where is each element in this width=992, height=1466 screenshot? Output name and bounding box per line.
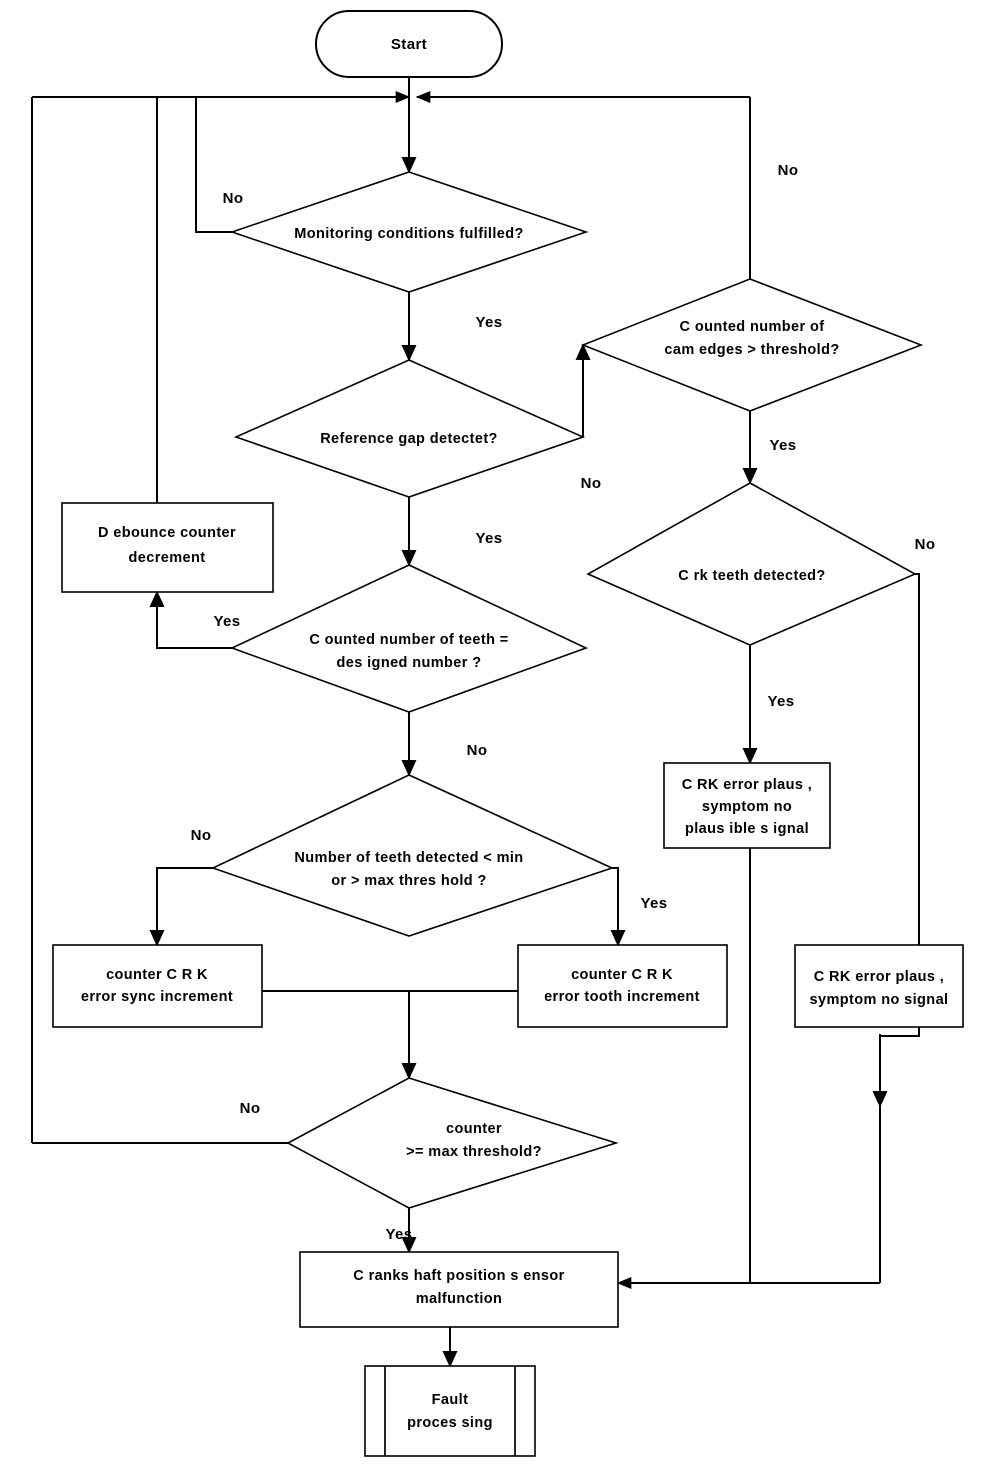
node-counter-crk-sync-line2: error sync increment <box>81 989 233 1005</box>
node-teeth-threshold-line2: or > max thres hold ? <box>331 873 486 889</box>
edge-label-monitoring-yes: Yes <box>475 314 502 331</box>
edge-label-cam-edges-no: No <box>778 162 799 179</box>
edge-label-monitoring-no: No <box>223 190 244 207</box>
edge-label-crk-teeth-yes: Yes <box>767 693 794 710</box>
node-crk-error-plaus-nosignal[interactable]: C RK error plaus , symptom no signal <box>794 944 964 1028</box>
node-counter-max-threshold-line2: >= max threshold? <box>406 1144 542 1160</box>
connector-teeth-threshold-no <box>149 867 213 947</box>
node-start[interactable]: Start <box>315 10 503 78</box>
node-fault-processing-line2: proces sing <box>407 1415 493 1431</box>
node-teeth-threshold[interactable]: Number of teeth detected < min or > max … <box>210 774 615 937</box>
node-counted-teeth-line1: C ounted number of teeth = <box>309 632 508 648</box>
node-crk-error-plaus-nonplausible-line1: C RK error plaus , <box>682 777 812 793</box>
node-debounce-counter-line1: D ebounce counter <box>98 525 236 541</box>
node-fault-processing-line1: Fault <box>432 1392 469 1408</box>
edge-label-teeth-threshold-yes: Yes <box>640 895 667 912</box>
node-debounce-counter-line2: decrement <box>129 550 206 566</box>
node-start-label: Start <box>391 36 427 53</box>
node-crk-error-plaus-nonplausible-line2: symptom no <box>702 799 792 815</box>
connector-monitoring-no <box>195 97 232 233</box>
node-debounce-counter[interactable]: D ebounce counter decrement <box>61 502 274 593</box>
edge-label-counter-max-yes: Yes <box>385 1226 412 1243</box>
node-crk-error-plaus-nosignal-line2: symptom no signal <box>810 992 949 1008</box>
node-monitoring-conditions-label: Monitoring conditions fulfilled? <box>294 226 523 242</box>
node-crk-teeth-detected[interactable]: C rk teeth detected? <box>586 482 917 646</box>
node-reference-gap[interactable]: Reference gap detectet? <box>233 359 586 498</box>
node-counter-crk-tooth-line2: error tooth increment <box>544 989 700 1005</box>
node-cam-edges-line1: C ounted number of <box>680 319 825 335</box>
node-teeth-threshold-line1: Number of teeth detected < min <box>294 850 523 866</box>
node-counted-teeth[interactable]: C ounted number of teeth = des igned num… <box>229 564 589 713</box>
node-crankshaft-malfunction-line1: C ranks haft position s ensor <box>353 1268 564 1284</box>
node-crankshaft-malfunction[interactable]: C ranks haft position s ensor malfunctio… <box>299 1251 619 1328</box>
node-crk-error-plaus-nosignal-line1: C RK error plaus , <box>814 969 944 985</box>
edge-label-crk-teeth-no: No <box>915 536 936 553</box>
node-counter-crk-sync-line1: counter C R K <box>106 967 208 983</box>
node-counted-teeth-line2: des igned number ? <box>337 655 482 671</box>
node-counter-crk-tooth[interactable]: counter C R K error tooth increment <box>517 944 728 1028</box>
edge-label-reference-gap-no: No <box>581 475 602 492</box>
node-counter-max-threshold-line1: counter <box>446 1121 502 1137</box>
node-crk-error-plaus-nonplausible-line3: plaus ible s ignal <box>685 821 809 837</box>
connector-teeth-threshold-yes <box>610 867 626 947</box>
node-reference-gap-label: Reference gap detectet? <box>320 431 498 447</box>
edge-label-teeth-threshold-no: No <box>191 827 212 844</box>
node-counter-crk-tooth-line1: counter C R K <box>571 967 673 983</box>
edge-label-reference-gap-yes: Yes <box>475 530 502 547</box>
edge-label-counted-teeth-yes: Yes <box>213 613 240 630</box>
node-fault-processing[interactable]: Fault proces sing <box>364 1365 536 1457</box>
node-cam-edges-line2: cam edges > threshold? <box>664 342 839 358</box>
node-counter-crk-sync[interactable]: counter C R K error sync increment <box>52 944 263 1028</box>
node-monitoring-conditions[interactable]: Monitoring conditions fulfilled? <box>229 171 589 293</box>
node-crankshaft-malfunction-line2: malfunction <box>416 1291 503 1307</box>
edge-label-counter-max-no: No <box>240 1100 261 1117</box>
edge-label-counted-teeth-no: No <box>467 742 488 759</box>
node-crk-teeth-detected-label: C rk teeth detected? <box>678 568 825 584</box>
node-crk-error-plaus-nonplausible[interactable]: C RK error plaus , symptom no plaus ible… <box>663 762 831 849</box>
node-cam-edges[interactable]: C ounted number of cam edges > threshold… <box>580 278 924 412</box>
edge-label-cam-edges-yes: Yes <box>769 437 796 454</box>
connector-counted-teeth-yes <box>149 590 232 649</box>
node-counter-max-threshold[interactable]: counter >= max threshold? <box>286 1077 619 1209</box>
